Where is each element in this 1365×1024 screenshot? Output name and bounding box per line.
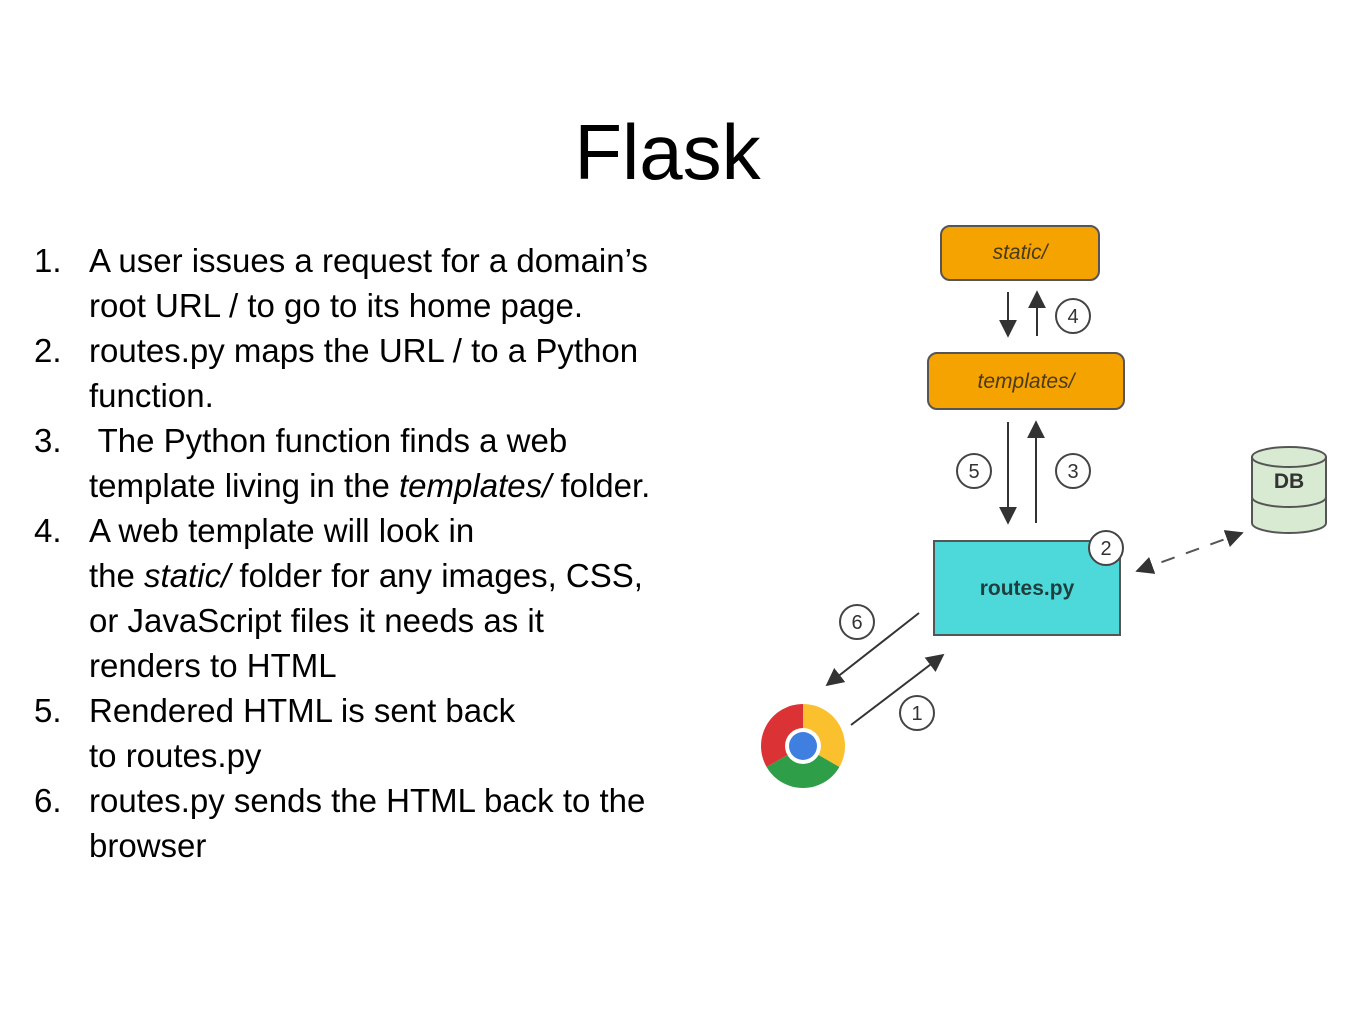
step-number: 3.	[34, 422, 62, 459]
step-line-text: to routes.py	[89, 737, 262, 774]
badge-6-label: 6	[851, 612, 862, 634]
step-number: 2.	[34, 332, 62, 369]
step-line: A web template will look in	[89, 508, 734, 553]
templates-box: templates/	[927, 352, 1125, 410]
step-line-text: routes.py maps the URL / to a Python	[89, 332, 639, 369]
arrow-routes-to-browser	[825, 612, 920, 687]
slide-title: Flask	[574, 108, 761, 196]
step-line: A user issues a request for a domain’s	[89, 238, 734, 283]
step-line-text: function.	[89, 377, 214, 414]
chrome-browser-icon	[761, 704, 845, 788]
step-text: A user issues a request for a domain’s ro…	[89, 238, 734, 328]
step-line-text: template living in the	[89, 467, 400, 504]
step-line-text: renders to HTML	[89, 647, 337, 684]
step-line-text: or JavaScript files it needs as it	[89, 602, 544, 639]
badge-4: 4	[1055, 298, 1091, 334]
step-line-text: folder for any images, CSS,	[230, 557, 643, 594]
badge-6: 6	[839, 604, 875, 640]
step-line-folder-name: static/	[144, 557, 231, 594]
step-text: A web template will look in the static/ f…	[89, 508, 734, 688]
step-number: 6.	[34, 782, 62, 819]
badge-1: 1	[899, 695, 935, 731]
step-text: The Python function finds a web template …	[89, 418, 734, 508]
step-line: the static/ folder for any images, CSS,	[89, 553, 734, 598]
templates-box-rect	[927, 352, 1125, 410]
step-line: renders to HTML	[89, 643, 734, 688]
step-item: 5. Rendered HTML is sent back to routes.py	[34, 688, 734, 778]
step-number: 5.	[34, 692, 62, 729]
static-box: static/	[940, 225, 1100, 281]
badge-2-label: 2	[1100, 538, 1111, 560]
step-line: function.	[89, 373, 734, 418]
step-number: 1.	[34, 242, 62, 279]
step-line: or JavaScript files it needs as it	[89, 598, 734, 643]
badge-3: 3	[1055, 453, 1091, 489]
routes-box-label: routes.py	[980, 577, 1075, 600]
step-line: routes.py maps the URL / to a Python	[89, 328, 734, 373]
flask-diagram: static/ 4 templates/ 5 3	[745, 215, 1345, 815]
step-line-text: A user issues a request for a domain’s	[89, 242, 648, 279]
step-line: template living in the templates/ folder…	[89, 463, 734, 508]
step-line: root URL / to go to its home page.	[89, 283, 734, 328]
step-line-text: A web template will look in	[89, 512, 475, 549]
step-item: 1. A user issues a request for a domain’s…	[34, 238, 734, 328]
step-item: 6. routes.py sends the HTML back to the br…	[34, 778, 734, 868]
step-line: browser	[89, 823, 734, 868]
step-line-text: routes.py sends the HTML back to the	[89, 782, 646, 819]
db-label: DB	[1274, 470, 1304, 493]
step-line-text: root URL / to go to its home page.	[89, 287, 584, 324]
badge-5: 5	[956, 453, 992, 489]
step-line: Rendered HTML is sent back	[89, 688, 734, 733]
step-line-folder-name: templates/	[399, 467, 552, 504]
badge-4-label: 4	[1067, 306, 1078, 328]
step-line-text: Rendered HTML is sent back	[89, 692, 516, 729]
templates-box-label: templates/	[978, 370, 1077, 393]
badge-1-label: 1	[911, 703, 922, 725]
badge-2: 2	[1088, 530, 1124, 566]
arrow-browser-to-routes	[850, 653, 945, 726]
step-line-text: folder.	[551, 467, 651, 504]
step-text: routes.py maps the URL / to a Python func…	[89, 328, 734, 418]
step-line: The Python function finds a web	[89, 418, 734, 463]
step-line-text: browser	[89, 827, 207, 864]
routes-box-rect	[933, 540, 1121, 636]
db-cylinder-body	[1251, 457, 1327, 534]
step-item: 3. The Python function finds a web templa…	[34, 418, 734, 508]
diagram-svg: static/ 4 templates/ 5 3	[761, 225, 1327, 788]
step-item: 2. routes.py maps the URL / to a Python fu…	[34, 328, 734, 418]
step-item: 4. A web template will look in the static/…	[34, 508, 734, 688]
db-cylinder-top	[1251, 446, 1327, 468]
routes-box: routes.py	[933, 540, 1121, 636]
badge-5-label: 5	[968, 461, 979, 483]
step-text: Rendered HTML is sent back to routes.py	[89, 688, 734, 778]
static-box-rect	[940, 225, 1100, 281]
step-line-text: The Python function finds a web	[89, 422, 568, 459]
db-cylinder-band	[1251, 496, 1327, 508]
arrow-routes-db-dashed	[1135, 530, 1244, 574]
db-cylinder: DB	[1251, 446, 1327, 534]
step-line: to routes.py	[89, 733, 734, 778]
steps-list: 1. A user issues a request for a domain’s…	[34, 238, 734, 868]
badge-3-label: 3	[1067, 461, 1078, 483]
step-number: 4.	[34, 512, 62, 549]
step-line: routes.py sends the HTML back to the	[89, 778, 734, 823]
static-box-label: static/	[993, 241, 1050, 264]
step-text: routes.py sends the HTML back to the brow…	[89, 778, 734, 868]
step-line-text: the	[89, 557, 145, 594]
